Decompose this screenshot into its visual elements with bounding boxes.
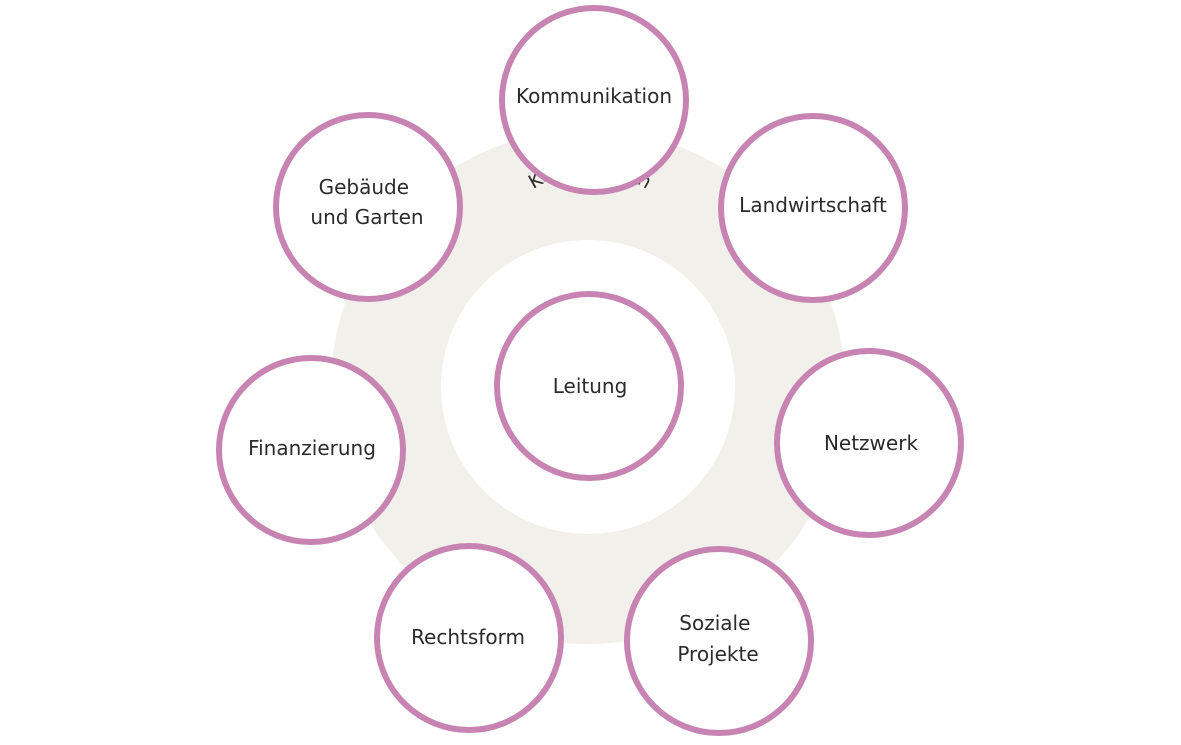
node-netzwerk-circle	[774, 348, 964, 538]
node-kommunikation-line-1: Kommunikation	[516, 84, 672, 108]
node-netzwerk[interactable]: Netzwerk	[774, 348, 964, 538]
node-landwirtschaft[interactable]: Landwirtschaft	[718, 113, 908, 303]
node-kommunikation-label: Kommunikation	[516, 84, 672, 108]
node-rechtsform-label: Rechtsform	[411, 625, 525, 649]
node-gebaeude-und-garten-circle	[273, 112, 463, 302]
node-soziale-projekte[interactable]: Soziale Projekte	[624, 546, 814, 736]
node-kommunikation[interactable]: Kommunikation	[499, 5, 689, 195]
node-kommunikation-circle	[499, 5, 689, 195]
node-leitung[interactable]: Leitung	[494, 291, 684, 481]
node-finanzierung-line-1: Finanzierung	[248, 436, 376, 460]
node-leitung-circle	[494, 291, 684, 481]
node-gebaeude-und-garten[interactable]: Gebäude und Garten	[273, 112, 463, 302]
node-landwirtschaft-line-1: Landwirtschaft	[739, 193, 887, 217]
node-netzwerk-line-1: Netzwerk	[824, 431, 918, 455]
node-finanzierung-circle	[216, 355, 406, 545]
node-landwirtschaft-circle	[718, 113, 908, 303]
node-finanzierung-label: Finanzierung	[248, 436, 376, 460]
node-landwirtschaft-label: Landwirtschaft	[739, 193, 887, 217]
node-netzwerk-label: Netzwerk	[824, 431, 918, 455]
node-rechtsform[interactable]: Rechtsform	[374, 543, 564, 733]
node-gebaeude-und-garten-label: Gebäude und Garten	[310, 175, 423, 229]
node-rechtsform-line-1: Rechtsform	[411, 625, 525, 649]
node-finanzierung[interactable]: Finanzierung	[216, 355, 406, 545]
node-soziale-projekte-label: Soziale Projekte	[677, 611, 758, 666]
node-soziale-projekte-line-1: Soziale	[679, 611, 750, 635]
node-leitung-label: Leitung	[553, 374, 628, 398]
node-gebaeude-und-garten-line-2: und Garten	[310, 205, 423, 229]
node-soziale-projekte-line-2: Projekte	[677, 642, 758, 666]
node-gebaeude-und-garten-line-1: Gebäude	[319, 175, 409, 199]
node-soziale-projekte-circle	[624, 546, 814, 736]
node-rechtsform-circle	[374, 543, 564, 733]
